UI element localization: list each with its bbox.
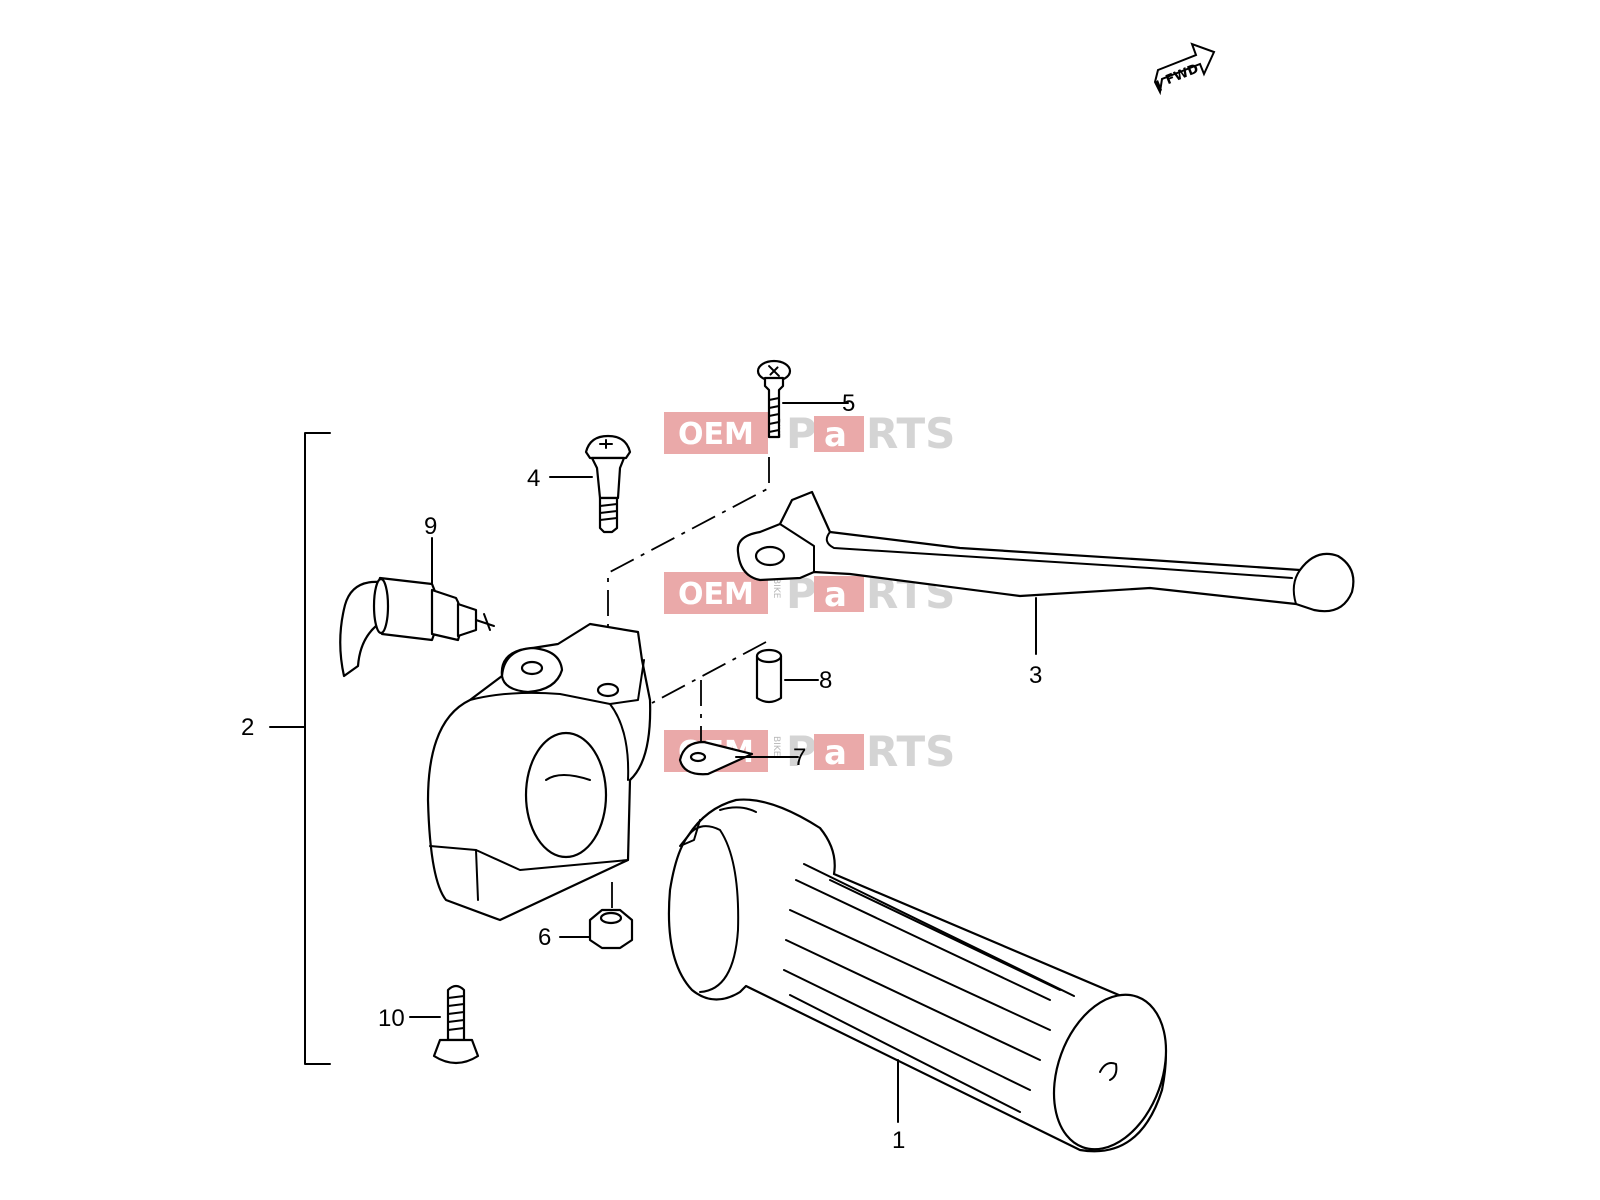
- svg-text:OEM: OEM: [678, 577, 754, 612]
- holder-part-2: [426, 622, 652, 922]
- callout-7: 7: [793, 744, 806, 771]
- callout-8: 8: [819, 667, 832, 694]
- svg-text:RTS: RTS: [866, 409, 955, 458]
- grip-part-1: [667, 798, 1168, 1153]
- svg-text:BIKE: BIKE: [771, 736, 781, 757]
- svg-text:RTS: RTS: [866, 727, 955, 776]
- collar-part-8: [755, 648, 783, 704]
- svg-text:BIKE: BIKE: [771, 578, 781, 599]
- callout-numbers: 1 2 3 4 5 6 7 8 9 10: [241, 390, 1042, 1154]
- callout-4: 4: [527, 465, 540, 492]
- svg-text:a: a: [824, 575, 847, 615]
- callout-5: 5: [842, 390, 855, 417]
- svg-text:a: a: [824, 733, 847, 773]
- callout-1: 1: [892, 1127, 905, 1154]
- screw-part-10: [432, 984, 480, 1065]
- nut-part-6: [588, 908, 634, 950]
- fwd-arrow-icon: FWD: [1153, 42, 1216, 96]
- svg-text:a: a: [824, 415, 847, 455]
- switch-part-9: [339, 576, 495, 678]
- plate-part-7: [678, 740, 754, 776]
- callout-3: 3: [1029, 662, 1042, 689]
- svg-text:OEM: OEM: [678, 417, 754, 452]
- callout-2: 2: [241, 714, 254, 741]
- lever-part-3: [736, 490, 1355, 613]
- callout-10: 10: [378, 1005, 405, 1032]
- svg-text:P: P: [786, 727, 817, 776]
- bolt-part-4: [584, 434, 632, 534]
- watermark: OEM BIKE P a RTS OEM BIKE P a RTS OEM BI…: [664, 409, 955, 776]
- callout-9: 9: [424, 513, 437, 540]
- callout-6: 6: [538, 924, 551, 951]
- assembly-bracket: [269, 432, 331, 1065]
- leader-lines: [409, 402, 1037, 1123]
- screw-part-5: [756, 359, 792, 439]
- svg-text:P: P: [786, 409, 817, 458]
